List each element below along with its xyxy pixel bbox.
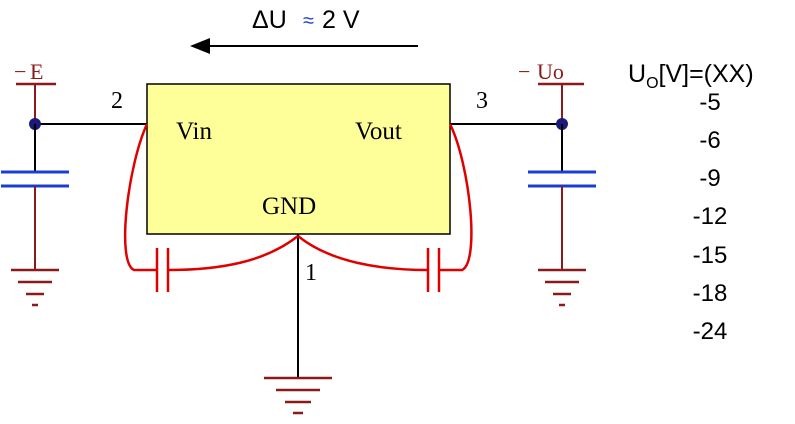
- ground-icon: [11, 268, 59, 307]
- gnd-label: GND: [262, 193, 316, 220]
- added-output-capacitor: [297, 123, 473, 292]
- ground-icon: [264, 376, 332, 415]
- pin-1-number: 1: [305, 260, 317, 286]
- voltage-value: -12: [693, 203, 728, 230]
- added-input-capacitor: [123, 123, 299, 292]
- vin-label: Vin: [176, 118, 212, 145]
- voltage-table-title-rest: [V]=(XX): [659, 60, 754, 88]
- output-supply-minus: −: [518, 59, 530, 84]
- delta-value: 2 V: [322, 6, 360, 34]
- capacitor-icon: [1, 170, 69, 188]
- left-arrow-icon: [190, 38, 418, 54]
- voltage-table: UO[V]=(XX) -5 -6 -9 -12 -15 -18 -24: [628, 60, 754, 345]
- voltage-table-title-sub: O: [646, 75, 658, 92]
- voltage-value: -15: [693, 242, 728, 269]
- ground-icon: [538, 268, 586, 307]
- voltage-table-title-main: U: [628, 60, 646, 88]
- pin-2-number: 2: [111, 88, 123, 114]
- delta-u-label: ΔU: [252, 6, 287, 34]
- voltage-table-title: UO[V]=(XX): [628, 60, 754, 92]
- voltage-value: -24: [693, 318, 728, 345]
- capacitor-icon: [528, 170, 596, 188]
- approx-sign: ≈: [303, 10, 314, 32]
- voltage-value: -18: [693, 280, 728, 307]
- input-supply-minus: −: [14, 59, 26, 84]
- voltage-value: -6: [699, 127, 720, 154]
- pin-3-number: 3: [476, 88, 488, 114]
- output-supply-label: Uo: [537, 59, 564, 84]
- voltage-value: -9: [699, 165, 720, 192]
- input-supply-label: E: [30, 59, 43, 84]
- vout-label: Vout: [355, 118, 402, 145]
- voltage-value: -5: [699, 89, 720, 116]
